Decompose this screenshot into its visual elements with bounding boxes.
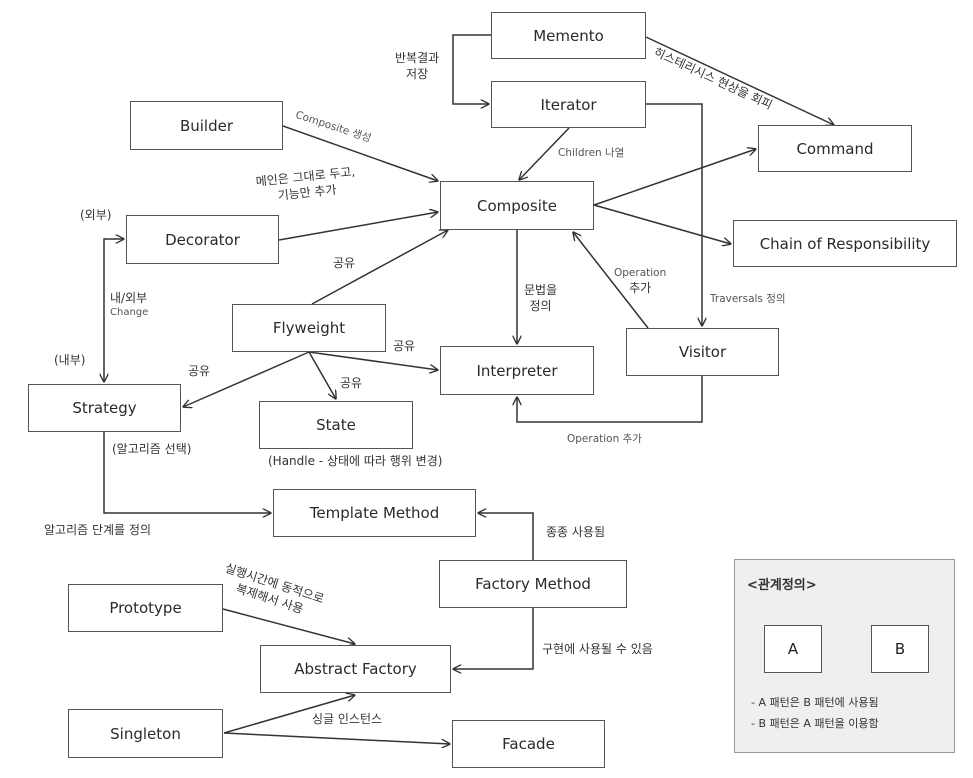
edge-singleton-abstract [223,695,355,734]
edge-visitor-composite [573,232,649,329]
node-facade[interactable]: Facade [452,720,605,768]
label-state-note: (Handle - 상태에 따라 행위 변경) [268,454,443,468]
edge-iterator-visitor [646,103,702,326]
label-flyweight-state: 공유 [340,376,363,390]
label-strategy-note: (알고리즘 선택) [112,442,192,456]
label-decorator-outer: (외부) [80,208,112,222]
node-strategy[interactable]: Strategy [28,384,181,432]
edge-composite-chain [593,204,731,244]
label-line: 정의 [529,299,552,314]
legend-title: <관계정의> [747,578,817,593]
label-decorator-strategy: 내/외부 Change [110,290,148,320]
label-line: 내/외부 [110,291,148,305]
label-memento-iterator: 반복결과 저장 [395,50,439,82]
label-line: Operation [614,267,667,279]
node-state[interactable]: State [259,401,413,449]
edge-flyweight-interpreter [308,351,438,370]
label-strategy-template: 알고리즘 단계를 정의 [44,523,151,537]
edge-iterator-composite [519,127,570,180]
edge-flyweight-strategy [183,351,310,407]
edge-visitor-interpreter [517,376,703,423]
edge-decorator-composite [278,212,438,241]
node-flyweight[interactable]: Flyweight [232,304,386,352]
edge-prototype-abstract [222,608,355,644]
node-prototype[interactable]: Prototype [68,584,223,632]
label-factory-template: 종종 사용됨 [546,525,606,539]
edge-builder-composite [282,125,438,181]
edge-flyweight-composite [311,230,448,305]
label-factory-abstract: 구현에 사용될 수 있음 [542,642,653,656]
label-part: Children 나열 [558,147,625,159]
node-singleton[interactable]: Singleton [68,709,223,758]
label-line: Change [110,307,149,319]
edge-factory-template [478,513,534,560]
edge-singleton-facade [223,732,450,744]
label-flyweight-strategy: 공유 [188,364,211,378]
label-strategy-inner: (내부) [54,353,86,367]
legend-box-b: B [871,625,929,673]
label-composite-interpreter: 문법을 정의 [524,282,557,314]
edge-factory-abstract [453,608,534,669]
node-composite[interactable]: Composite [440,181,594,230]
label-visitor-composite: Operation 추가 [614,266,666,296]
node-memento[interactable]: Memento [491,12,646,59]
label-visitor-interpreter: Operation 추가 [567,433,642,445]
edge-decorator-strategy [104,239,124,382]
label-line: 추가 [629,281,652,296]
node-abstract-factory[interactable]: Abstract Factory [260,645,451,693]
legend-panel: <관계정의> A B - A 패턴은 B 패턴에 사용됨 - B 패턴은 A 패… [734,559,955,753]
legend-box-a: A [764,625,822,673]
label-singleton-note: 싱글 인스턴스 [312,712,383,726]
label-line: 저장 [406,67,429,82]
label-flyweight-composite: 공유 [333,256,356,270]
edge-strategy-template [103,432,271,513]
node-template-method[interactable]: Template Method [273,489,476,537]
label-iterator-composite: Children 나열 [558,144,624,160]
node-visitor[interactable]: Visitor [626,328,779,376]
legend-note-2: - B 패턴은 A 패턴을 이용함 [751,717,879,730]
label-flyweight-interpreter: 공유 [393,339,416,353]
node-iterator[interactable]: Iterator [491,81,646,128]
label-iterator-visitor: Traversals 정의 [710,293,786,305]
node-factory-method[interactable]: Factory Method [439,560,627,608]
edge-memento-command [645,36,834,125]
edge-memento-iterator [452,34,491,104]
label-line: 문법을 [524,283,558,297]
node-builder[interactable]: Builder [130,101,283,150]
label-line: 반복결과 [395,51,440,65]
node-command[interactable]: Command [758,125,912,172]
node-interpreter[interactable]: Interpreter [440,346,594,395]
edge-flyweight-state [308,351,336,399]
edge-composite-command [593,149,756,206]
legend-note-1: - A 패턴은 B 패턴에 사용됨 [751,696,879,709]
node-decorator[interactable]: Decorator [126,215,279,264]
node-chain-of-responsibility[interactable]: Chain of Responsibility [733,220,957,267]
